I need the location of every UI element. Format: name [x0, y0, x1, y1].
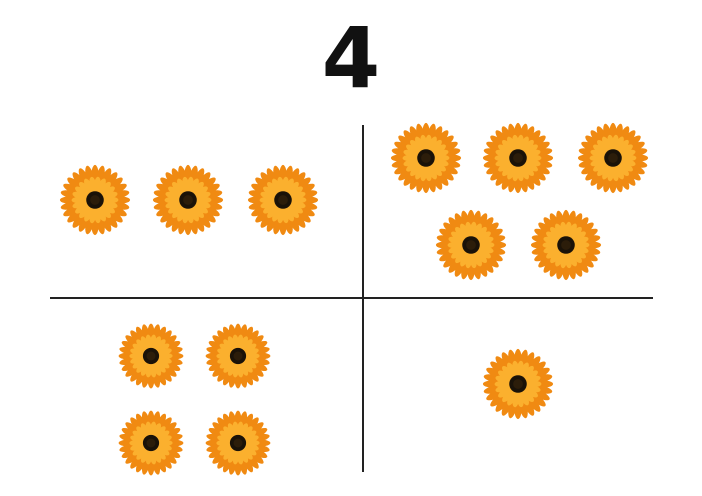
flower-bottom-left-2 — [202, 320, 274, 392]
flower-top-right-1 — [387, 119, 465, 197]
flower-top-right-5 — [527, 206, 605, 284]
flower-top-left-2 — [149, 161, 227, 239]
flower-top-left-1 — [56, 161, 134, 239]
flower-bottom-left-3 — [115, 407, 187, 479]
flower-top-left-3 — [244, 161, 322, 239]
flower-bottom-right-1 — [479, 345, 557, 423]
flower-bottom-left-4 — [202, 407, 274, 479]
title-number: 4 — [321, 9, 381, 107]
flower-top-right-3 — [574, 119, 652, 197]
horizontal-divider — [50, 297, 653, 299]
flower-top-right-2 — [479, 119, 557, 197]
flower-bottom-left-1 — [115, 320, 187, 392]
flower-top-right-4 — [432, 206, 510, 284]
